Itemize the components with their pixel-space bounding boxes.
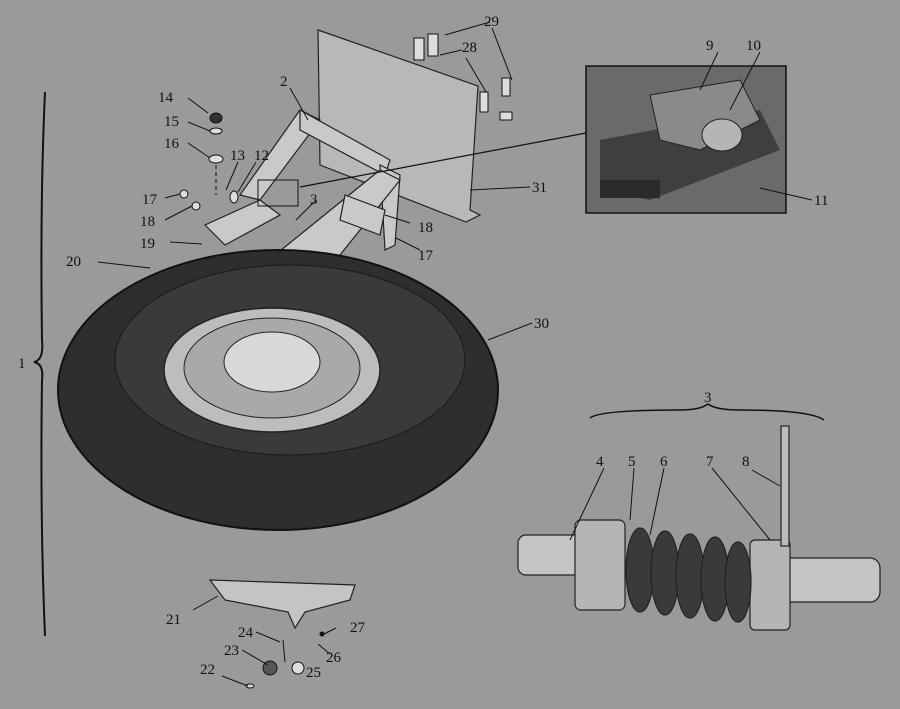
label-24: 24 (238, 625, 254, 641)
label-11: 11 (814, 193, 828, 209)
label-18-right: 18 (418, 220, 433, 236)
label-9: 9 (706, 38, 714, 54)
label-1: 1 (18, 356, 26, 372)
label-30: 30 (534, 316, 549, 332)
label-22: 22 (200, 662, 215, 678)
label-8: 8 (742, 454, 750, 470)
inset-leader-line (299, 132, 587, 188)
hardware-top-right (413, 33, 513, 121)
label-10: 10 (746, 38, 761, 54)
detail-callout-box (257, 179, 299, 207)
subassembly-brace (589, 403, 825, 421)
label-6: 6 (660, 454, 668, 470)
label-29: 29 (484, 14, 499, 30)
label-2: 2 (280, 74, 288, 90)
shaft-spring-assembly (517, 425, 881, 631)
label-21: 21 (166, 612, 181, 628)
label-27: 27 (350, 620, 366, 636)
label-14: 14 (158, 90, 174, 106)
label-12: 12 (254, 148, 269, 164)
label-25: 25 (306, 665, 321, 681)
label-15: 15 (164, 114, 179, 130)
mounting-plate (317, 29, 482, 223)
hardware-top-left (179, 112, 239, 211)
leader-lines (97, 21, 813, 687)
label-3-bracket: 3 (310, 192, 318, 208)
label-18-left: 18 (140, 214, 155, 230)
label-31: 31 (532, 180, 547, 196)
label-20: 20 (66, 254, 81, 270)
label-5: 5 (628, 454, 636, 470)
label-7: 7 (706, 454, 714, 470)
label-23: 23 (224, 643, 239, 659)
label-4: 4 (596, 454, 604, 470)
detail-inset-content (600, 79, 780, 200)
label-17-right: 17 (418, 248, 434, 264)
label-3-group: 3 (704, 390, 712, 406)
wheel-hub-hole (223, 331, 321, 393)
label-13: 13 (230, 148, 245, 164)
assembly-brace (33, 91, 46, 637)
label-19: 19 (140, 236, 155, 252)
bottom-support (208, 579, 356, 630)
label-16: 16 (164, 136, 180, 152)
label-26: 26 (326, 650, 342, 666)
label-28: 28 (462, 40, 477, 56)
label-17-left: 17 (142, 192, 158, 208)
